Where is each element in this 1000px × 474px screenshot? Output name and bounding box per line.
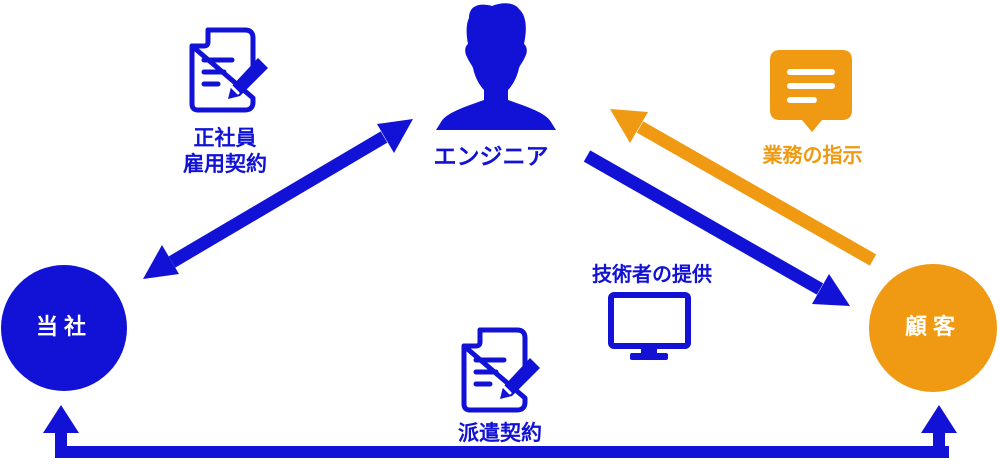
engineer-label: エンジニア bbox=[433, 144, 549, 170]
company-label: 当社 bbox=[35, 315, 92, 340]
employment-label-line1: 正社員 bbox=[193, 126, 257, 150]
monitor-icon bbox=[608, 292, 691, 360]
instruction-label: 業務の指示 bbox=[762, 143, 863, 167]
dispatch-connector bbox=[43, 405, 957, 458]
speech-bubble-icon bbox=[770, 50, 852, 132]
employment-arrow bbox=[143, 119, 413, 279]
company-node bbox=[1, 265, 127, 391]
person-icon bbox=[436, 3, 556, 130]
provision-arrow bbox=[583, 150, 850, 306]
document-pen-icon bbox=[189, 27, 268, 113]
client-label: 顧客 bbox=[904, 315, 961, 340]
document-pen-icon bbox=[461, 327, 540, 413]
instruction-arrow bbox=[610, 109, 877, 266]
client-node bbox=[869, 264, 997, 392]
provision-label: 技術者の提供 bbox=[592, 262, 712, 286]
employment-label-line2: 雇用契約 bbox=[183, 152, 267, 177]
dispatch-label: 派遣契約 bbox=[458, 421, 542, 445]
employment-label: 正社員 雇用契約 bbox=[165, 125, 285, 178]
